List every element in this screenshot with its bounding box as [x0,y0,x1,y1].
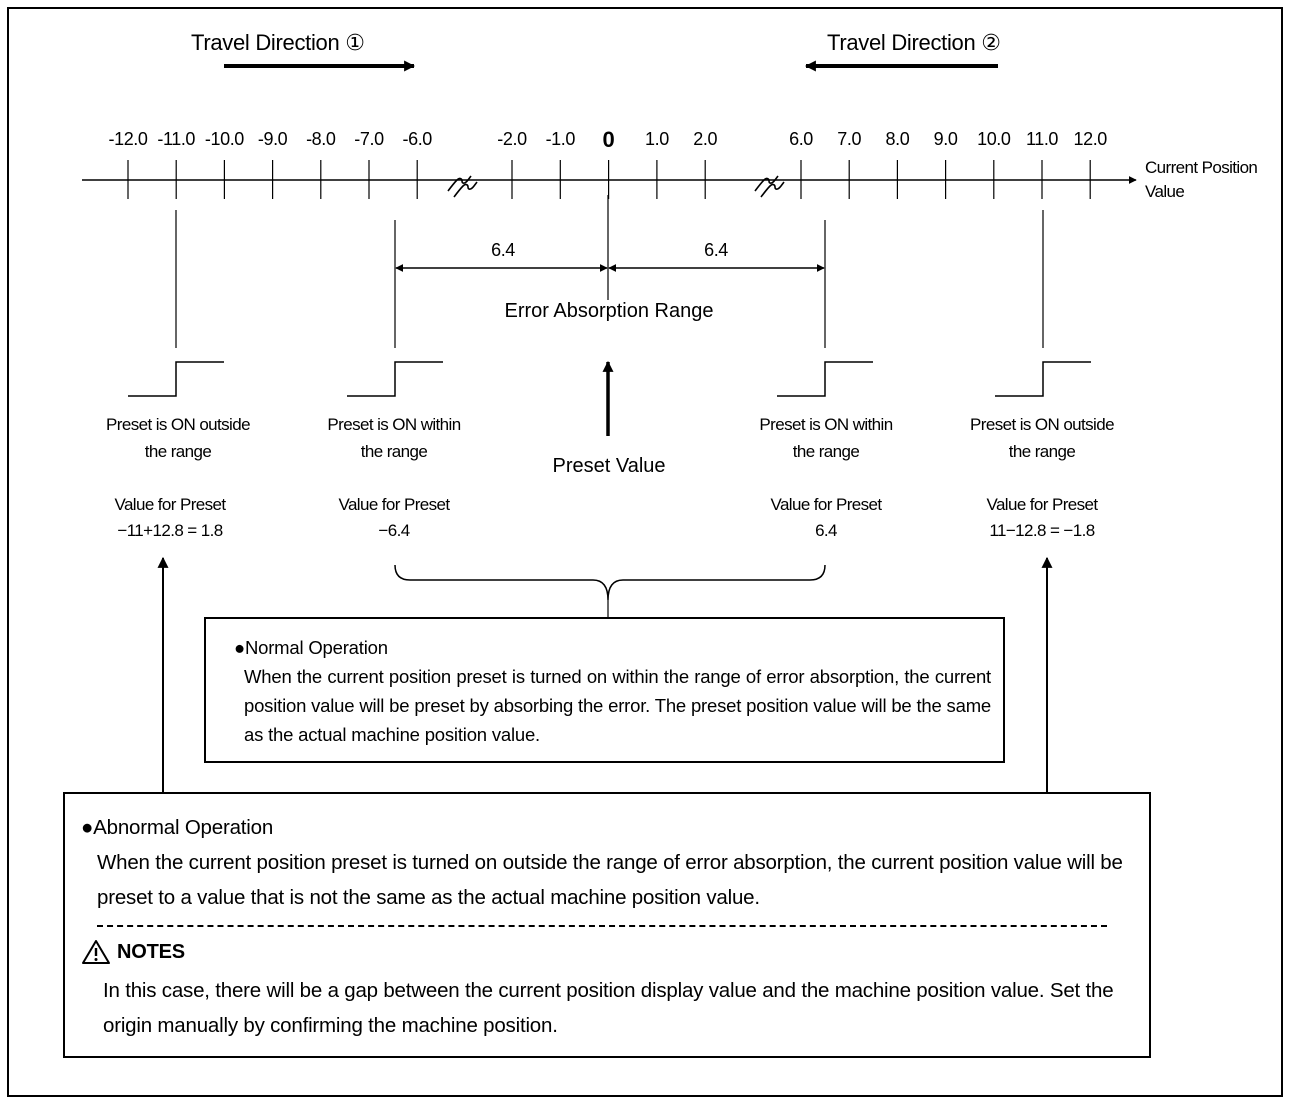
case-within-left: Preset is ON within the range Value for … [327,415,461,540]
axis-ticks: -12.0 -11.0 -10.0 -9.0 -8.0 -7.0 -6.0 -2.0 -1.0 0… [108,127,1108,199]
axis-break-right [754,175,785,198]
case-1-line-1: Preset is ON outside [106,415,250,434]
case-outside-left: Preset is ON outside the range Value for… [106,415,251,540]
case-1-value: −11+12.8 = 1.8 [117,521,222,540]
axis-tick-label: -7.0 [354,129,384,149]
case-outside-right: Preset is ON outside the range Value for… [970,415,1115,540]
normal-operation-title: ●Normal Operation [234,637,388,658]
axis-tick-label: -1.0 [546,129,576,149]
abnormal-operation-title: ●Abnormal Operation [81,816,274,839]
axis-tick-label: -9.0 [258,129,288,149]
normal-operation-box: ●Normal Operation When the current posit… [204,617,1005,763]
travel-direction-1-label: Travel Direction ① [191,30,365,55]
outer-frame [7,7,1283,1097]
step-signal-2 [347,361,443,397]
preset-value-label: Preset Value [552,455,665,477]
axis-tick-label: -11.0 [157,129,195,149]
case-4-line-1: Preset is ON outside [970,415,1114,434]
case-1-value-label: Value for Preset [114,495,226,514]
case-4-value-label: Value for Preset [986,495,1098,514]
notes-header: NOTES [81,935,1139,969]
axis-title-line-2: Value [1145,182,1184,201]
abnormal-operation-body: When the current position preset is turn… [97,851,1123,909]
error-absorption-range-label: Error Absorption Range [504,300,713,322]
axis-tick-label: 11.0 [1026,129,1058,149]
axis-tick-label: 1.0 [645,129,669,149]
step-signal-3 [777,361,873,397]
case-2-value-label: Value for Preset [338,495,450,514]
grouping-brace [394,564,826,601]
notes-title: NOTES [117,940,185,963]
case-3-line-2: the range [793,442,860,461]
case-2-value: −6.4 [378,521,409,540]
notes-body: In this case, there will be a gap betwee… [103,979,1114,1037]
dimension-right-value: 6.4 [704,240,728,260]
axis-tick-label: -10.0 [205,129,244,149]
axis-tick-label: 0 [602,127,614,152]
case-4-value: 11−12.8 = −1.8 [989,521,1094,540]
case-within-right: Preset is ON within the range Value for … [759,415,893,540]
abnormal-operation-box: ●Abnormal Operation When the current pos… [63,792,1151,1058]
case-1-line-2: the range [145,442,212,461]
travel-direction-2-label: Travel Direction ② [827,30,1001,55]
case-3-value: 6.4 [815,521,837,540]
axis-tick-label: 6.0 [789,129,813,149]
case-2-line-1: Preset is ON within [327,415,460,434]
case-2-line-2: the range [361,442,428,461]
step-signal-4 [995,361,1091,397]
case-3-value-label: Value for Preset [770,495,882,514]
axis-tick-label: 9.0 [934,129,958,149]
axis-tick-label: 7.0 [837,129,861,149]
axis-tick-label: -12.0 [108,129,147,149]
axis-break-left [447,175,478,198]
axis-tick-label: 10.0 [977,129,1011,149]
axis-tick-label: -2.0 [497,129,527,149]
warning-icon [82,940,110,964]
axis-title-line-1: Current Position [1145,158,1257,177]
axis-tick-label: 8.0 [885,129,909,149]
normal-operation-body: When the current position preset is turn… [244,666,991,745]
axis-tick-label: -6.0 [402,129,432,149]
notes-divider [97,925,1107,927]
axis-tick-label: 12.0 [1073,129,1107,149]
step-signal-1 [128,361,224,397]
dimension-left-value: 6.4 [491,240,515,260]
case-4-line-2: the range [1009,442,1076,461]
axis-tick-label: -8.0 [306,129,336,149]
axis-tick-label: 2.0 [693,129,717,149]
case-3-line-1: Preset is ON within [759,415,892,434]
